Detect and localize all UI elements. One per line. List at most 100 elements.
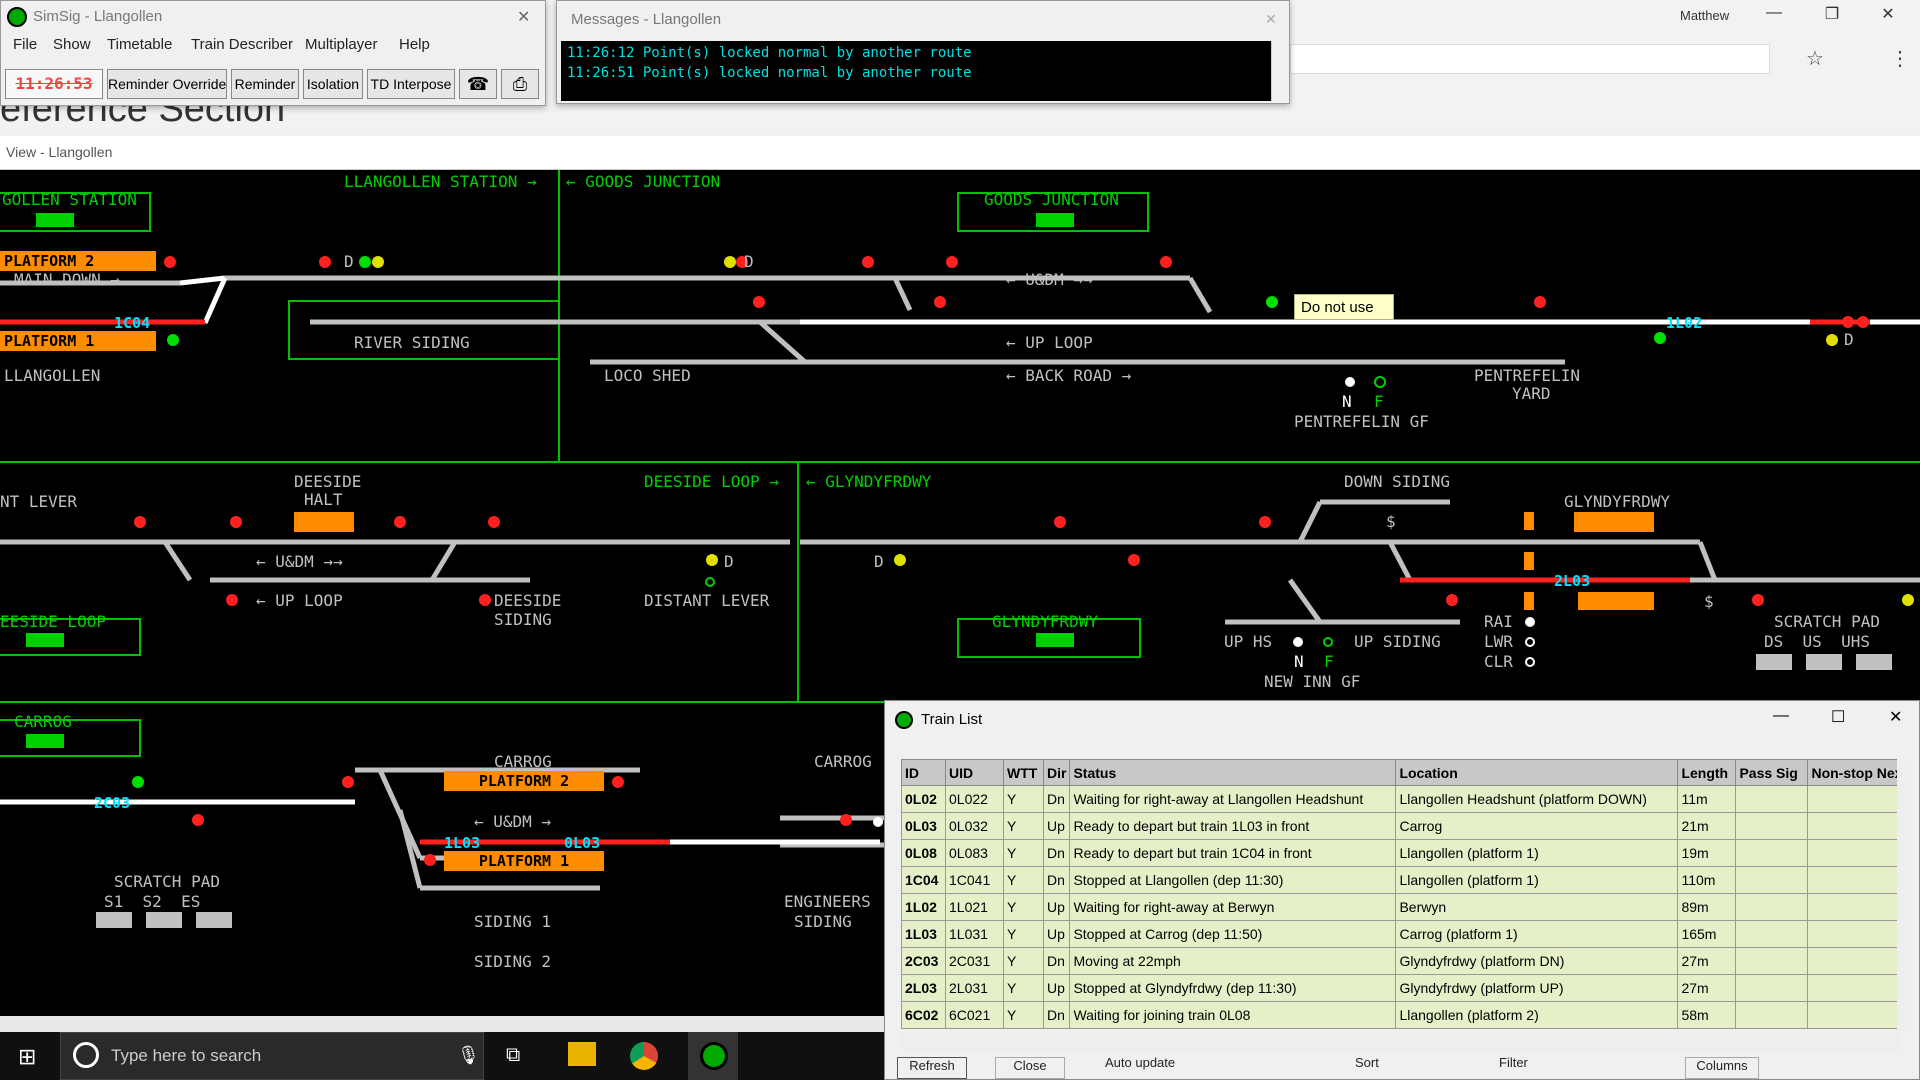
simsig-taskbar-button[interactable] xyxy=(688,1032,738,1080)
file-explorer-icon[interactable] xyxy=(568,1042,596,1066)
train-list-horizontal-scrollbar[interactable] xyxy=(901,1033,1901,1051)
deeside-loop-link[interactable]: DEESIDE LOOP → xyxy=(644,472,779,491)
table-cell: Stopped at Llangollen (dep 11:30) xyxy=(1069,866,1397,894)
close-icon[interactable]: ✕ xyxy=(1889,709,1903,726)
column-header-uid[interactable]: UID xyxy=(945,759,1004,786)
column-header-status[interactable]: Status xyxy=(1069,759,1397,786)
column-header-location[interactable]: Location xyxy=(1395,759,1679,786)
menu-multiplayer[interactable]: Multiplayer xyxy=(305,36,378,53)
windows-taskbar: ⊞ Type here to search 🎙 ⧉ xyxy=(0,1032,884,1080)
do-not-use-tooltip: Do not use xyxy=(1294,294,1394,320)
minimize-icon[interactable]: — xyxy=(1766,4,1782,21)
table-cell: 1L03 xyxy=(901,920,946,948)
menu-file[interactable]: File xyxy=(13,36,38,53)
table-cell: 19m xyxy=(1677,839,1737,867)
close-button[interactable]: Close xyxy=(995,1057,1065,1079)
close-icon[interactable]: ✕ xyxy=(517,9,531,26)
close-icon[interactable]: ✕ xyxy=(1881,6,1895,23)
signal-d-label-5: D xyxy=(874,552,884,571)
column-header-pass-sig[interactable]: Pass Sig xyxy=(1735,759,1809,786)
carrog-platform-1: PLATFORM 1 xyxy=(444,851,604,871)
chrome-icon[interactable] xyxy=(630,1042,658,1070)
isolation-button[interactable]: Isolation xyxy=(303,69,363,99)
messages-scrollbar[interactable] xyxy=(1271,41,1287,101)
track-diagram xyxy=(0,170,1920,928)
browser-profile-name[interactable]: Matthew xyxy=(1680,8,1730,23)
task-view-icon[interactable]: ⧉ xyxy=(506,1044,521,1066)
train-list-window: Train List — ☐ ✕ ID UID WTT Dir Status L… xyxy=(884,700,1920,1080)
column-header-non-stop[interactable]: Non-stop Nex xyxy=(1807,759,1909,786)
headcode-1l02[interactable]: 1L02 xyxy=(1666,314,1703,332)
glyndyfrdwy-link[interactable]: ← GLYNDYFRDWY xyxy=(806,472,932,491)
refresh-button[interactable]: Refresh xyxy=(897,1057,967,1079)
menu-train-describer[interactable]: Train Describer xyxy=(191,36,293,53)
table-cell xyxy=(1807,839,1909,867)
table-cell: 0L022 xyxy=(945,785,1004,813)
sim-clock[interactable]: 11:26:53 xyxy=(5,69,103,99)
taskbar-search-box[interactable]: Type here to search 🎙 xyxy=(60,1032,484,1080)
telephone-icon[interactable]: ☎ xyxy=(459,69,497,99)
deeside-halt-platform xyxy=(294,512,354,532)
columns-button[interactable]: Columns xyxy=(1685,1057,1759,1079)
carrog-station-label: CARROG xyxy=(494,752,552,771)
table-cell: Y xyxy=(1003,1001,1044,1029)
printer-icon[interactable]: ⎙ xyxy=(501,69,539,99)
table-cell xyxy=(1735,785,1809,813)
train-list-title: Train List xyxy=(921,711,983,728)
signal-d-label: D xyxy=(344,252,354,271)
column-header-wtt[interactable]: WTT xyxy=(1003,759,1044,786)
table-cell xyxy=(1807,920,1909,948)
glyndyfrdwy-label: GLYNDYFRDWY xyxy=(1564,492,1670,511)
rai-label: RAI xyxy=(1484,612,1513,631)
train-list-vertical-scrollbar[interactable] xyxy=(1897,759,1911,1031)
address-bar[interactable] xyxy=(1290,44,1770,74)
glyndyfrdwy-box-label: GLYNDYFRDWY xyxy=(992,612,1098,631)
panel-horizontal-scrollbar[interactable] xyxy=(0,1016,900,1032)
table-cell xyxy=(1735,920,1809,948)
gf-normal-label: N xyxy=(1342,392,1352,411)
headcode-1l03[interactable]: 1L03 xyxy=(444,834,481,852)
td-interpose-button[interactable]: TD Interpose xyxy=(367,69,455,99)
reminder-button[interactable]: Reminder xyxy=(231,69,299,99)
table-cell: Carrog xyxy=(1395,812,1679,840)
table-cell: Moving at 22mph xyxy=(1069,947,1397,975)
llangollen-station-link[interactable]: LLANGOLLEN STATION → xyxy=(344,172,537,191)
river-siding-label: RIVER SIDING xyxy=(354,333,470,352)
column-header-dir[interactable]: Dir xyxy=(1042,759,1071,786)
minimize-icon[interactable]: — xyxy=(1773,707,1789,724)
menu-timetable[interactable]: Timetable xyxy=(107,36,173,53)
table-header-row: ID UID WTT Dir Status Location Length Pa… xyxy=(901,759,1909,786)
close-icon[interactable]: ✕ xyxy=(1265,11,1277,27)
goods-junction-link[interactable]: ← GOODS JUNCTION xyxy=(566,172,721,191)
headcode-2l03[interactable]: 2L03 xyxy=(1554,572,1591,590)
headcode-2c03[interactable]: 2C03 xyxy=(94,794,131,812)
headcode-1c04[interactable]: 1C04 xyxy=(114,314,151,332)
maximize-icon[interactable]: ☐ xyxy=(1831,709,1846,726)
reminder-override-button[interactable]: Reminder Override xyxy=(107,69,227,99)
headcode-0l03[interactable]: 0L03 xyxy=(564,834,601,852)
menu-icon[interactable]: ⋮ xyxy=(1890,48,1910,70)
messages-log[interactable]: 11:26:12 Point(s) locked normal by anoth… xyxy=(561,41,1271,101)
table-cell xyxy=(1735,866,1809,894)
column-header-length[interactable]: Length xyxy=(1677,759,1737,786)
windows-start-icon[interactable]: ⊞ xyxy=(18,1044,37,1069)
maximize-icon[interactable]: ❐ xyxy=(1824,6,1840,23)
column-header-id[interactable]: ID xyxy=(901,759,946,786)
microphone-icon[interactable]: 🎙 xyxy=(457,1045,480,1065)
signals xyxy=(132,256,1914,866)
menu-show[interactable]: Show xyxy=(53,36,91,53)
table-cell: Ready to depart but train 1C04 in front xyxy=(1069,839,1397,867)
star-icon[interactable]: ☆ xyxy=(1806,48,1824,70)
table-cell: Y xyxy=(1003,893,1044,921)
menu-help[interactable]: Help xyxy=(399,36,430,53)
siding-dollar-1: $ xyxy=(1386,512,1396,531)
